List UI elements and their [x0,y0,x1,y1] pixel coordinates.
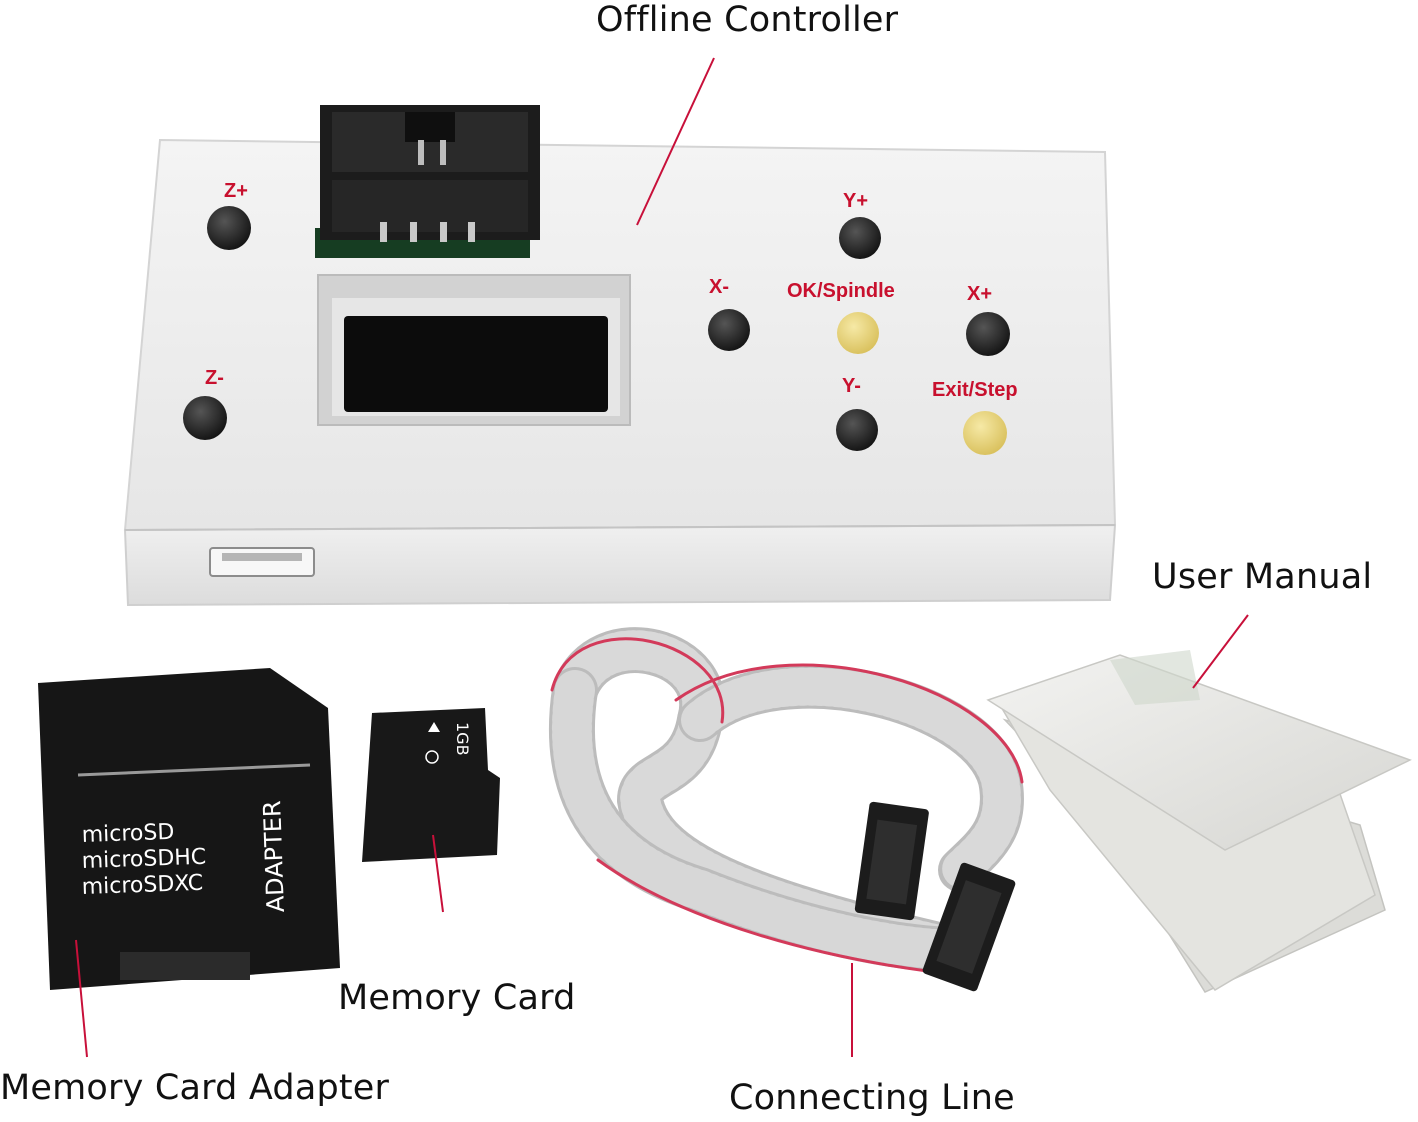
controller-buttons [183,206,1010,455]
offline-controller [123,105,1117,607]
ok-spindle-button [837,312,879,354]
label-y-plus: Y+ [843,190,869,212]
z-minus-button [183,396,227,440]
callout-offline-controller: Offline Controller [596,0,899,40]
connecting-line-cable [549,627,1024,977]
callout-memory-card: Memory Card [338,978,576,1018]
callout-lines [75,57,1249,1058]
adapter-format-1: microSD [81,820,174,848]
idc-connector [315,105,540,258]
micro-sd-card: 1GB [362,708,500,862]
memory-card-adapter: microSD microSDHC microSDXC ADAPTER [38,668,340,990]
label-exit-step: Exit/Step [932,379,1018,401]
label-x-minus: X- [709,276,729,298]
label-z-minus: Z- [205,367,224,389]
label-x-plus: X+ [967,283,993,305]
micro-card-capacity: 1GB [453,722,472,756]
adapter-format-2: microSDHC [81,845,206,874]
x-plus-button [966,312,1010,356]
memory-card-leader [432,834,444,913]
adapter-leader [75,939,88,1058]
callout-user-manual: User Manual [1152,557,1373,597]
usb-port [209,547,315,577]
callout-memory-card-adapter: Memory Card Adapter [0,1068,390,1108]
user-manual-leader [1192,614,1249,689]
y-plus-button [839,217,881,259]
x-minus-button [708,309,750,351]
lcd-screen [317,274,631,426]
adapter-side-text: ADAPTER [258,800,290,913]
callout-connecting-line: Connecting Line [729,1078,1015,1118]
idc-plug [854,801,1016,992]
label-z-plus: Z+ [224,180,248,202]
z-plus-button [207,206,251,250]
offline-controller-leader [636,57,715,226]
adapter-format-3: microSDXC [81,871,203,900]
label-y-minus: Y- [842,375,861,397]
y-minus-button [836,409,878,451]
exit-step-button [963,411,1007,455]
label-ok-spindle: OK/Spindle [787,280,895,302]
user-manual [986,650,1412,993]
